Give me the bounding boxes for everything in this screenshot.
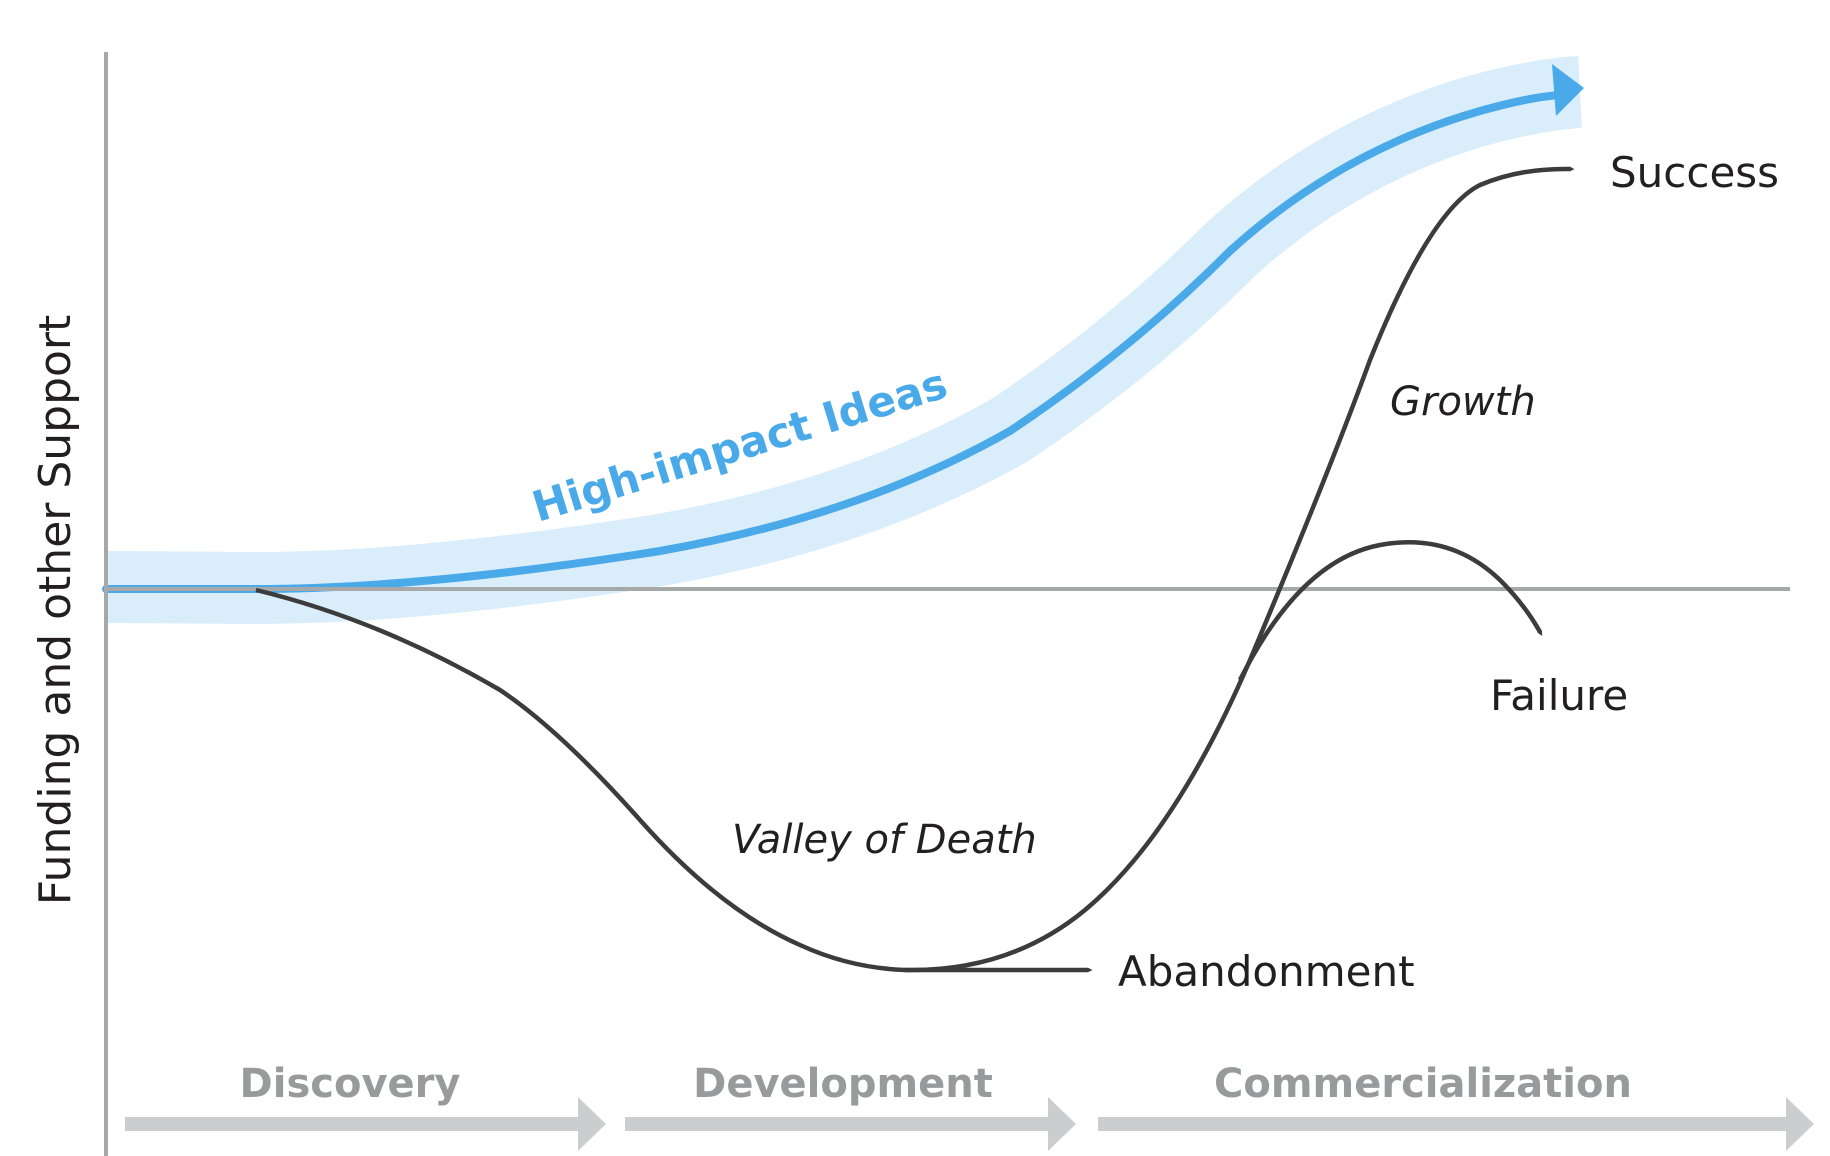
- stage-discovery: Discovery: [125, 1061, 606, 1151]
- stage-arrow-head: [1786, 1097, 1814, 1151]
- stage-arrow-shaft: [1098, 1117, 1788, 1131]
- abandonment-label: Abandonment: [1118, 947, 1415, 996]
- stage-label: Development: [693, 1061, 993, 1107]
- failure-branch: [1237, 540, 1543, 682]
- stage-development: Development: [625, 1061, 1076, 1151]
- stage-arrow-head: [1048, 1097, 1076, 1151]
- high-impact-arrowhead: [1552, 64, 1584, 116]
- growth-label: Growth: [1390, 379, 1536, 425]
- stage-label: Discovery: [240, 1061, 461, 1107]
- high-impact-band: [105, 56, 1583, 625]
- stage-label: Commercialization: [1214, 1061, 1632, 1107]
- high-impact-line: [102, 91, 1564, 593]
- stage-arrow-head: [578, 1097, 606, 1151]
- y-axis-label: Funding and other Support: [30, 315, 81, 906]
- valley-label: Valley of Death: [732, 817, 1037, 863]
- stage-arrow-shaft: [625, 1117, 1050, 1131]
- success-label: Success: [1610, 148, 1779, 197]
- valley-curve: [255, 166, 1575, 973]
- high-impact-ideas-path: [102, 56, 1584, 625]
- stage-commercialization: Commercialization: [1098, 1061, 1814, 1151]
- failure-label: Failure: [1490, 671, 1628, 720]
- stage-arrow-shaft: [125, 1117, 580, 1131]
